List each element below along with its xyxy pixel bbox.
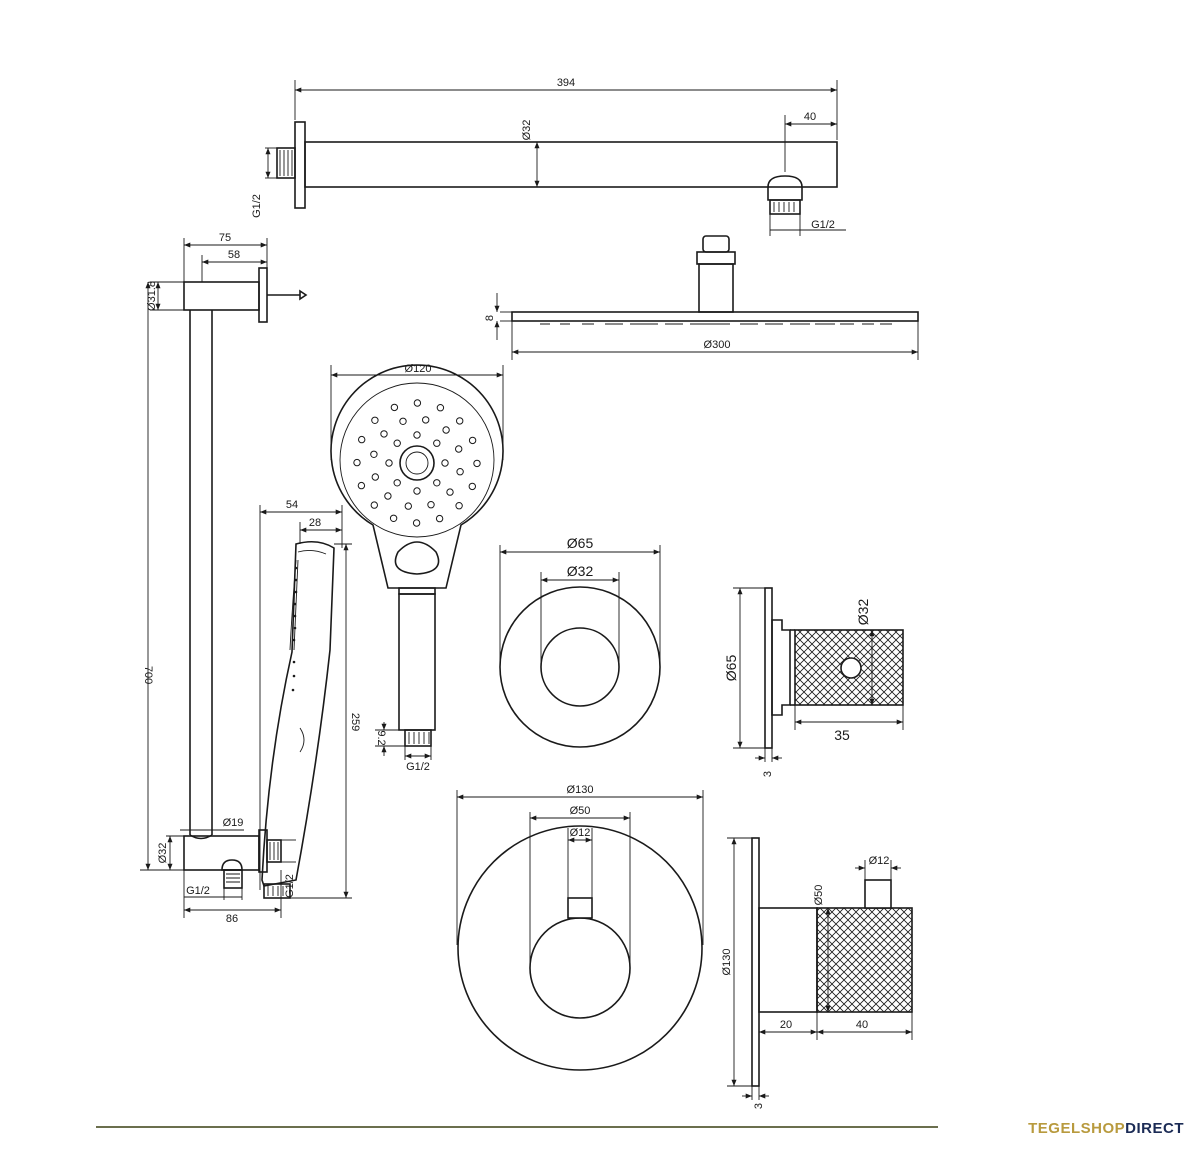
nozzle (357, 481, 366, 490)
dim-rail-top-depth: 75 (219, 232, 231, 244)
nozzle (412, 519, 421, 527)
nozzle (353, 458, 361, 467)
stop-valve-side-view: Ø65 Ø32 35 3 (723, 587, 904, 777)
nozzle (455, 445, 463, 453)
nozzle (413, 487, 421, 495)
dim-stop-side-knob-length: 35 (834, 727, 850, 743)
nozzle (358, 435, 366, 444)
nozzle (468, 482, 476, 491)
shower-arm-view: 394 40 Ø32 G1/2 G1/2 (251, 77, 846, 236)
dim-arm-thread-outlet: G1/2 (811, 219, 835, 231)
dim-thermo-side-knob: Ø50 (813, 885, 825, 906)
nozzle (422, 416, 430, 424)
nozzle (380, 430, 388, 438)
dim-rain-head-diameter: Ø300 (704, 339, 731, 351)
nozzle (371, 473, 379, 481)
nozzle (433, 439, 441, 447)
brand-logo-part1: TEGELSHOP (1028, 1120, 1126, 1137)
dim-rail-bottom-diameter: Ø32 (157, 843, 169, 864)
dim-rail-top-diameter: Ø31.8 (146, 281, 158, 311)
dim-rain-head-thickness: 8 (484, 315, 496, 321)
dim-thermo-lever: Ø12 (570, 827, 591, 839)
dim-hand-thread: G1/2 (406, 761, 430, 773)
dim-hand-shower-depth: 54 (286, 499, 298, 511)
hand-shower-nozzle-dots (291, 566, 298, 692)
nozzle (399, 417, 407, 425)
nozzle (384, 492, 392, 500)
dim-thermo-side-rosette-thickness: 3 (753, 1103, 765, 1109)
nozzle (433, 479, 441, 487)
nozzle (370, 501, 378, 509)
dim-thermo-side-lever: Ø12 (869, 855, 890, 867)
nozzle (427, 501, 435, 509)
nozzle (441, 459, 449, 467)
nozzle (436, 404, 445, 412)
hand-shower-side-view: 54 28 259 (259, 499, 361, 899)
brand-logo-part2: DIRECT (1125, 1120, 1184, 1137)
dim-rail-top-inner: 58 (228, 249, 240, 261)
dim-stop-knob: Ø32 (567, 563, 594, 579)
stop-valve-front-view: Ø65 Ø32 (499, 535, 661, 748)
dim-arm-length: 394 (557, 77, 575, 89)
nozzle (393, 479, 401, 487)
brand-logo: TEGELSHOPDIRECT (1028, 1120, 1184, 1137)
nozzle (435, 514, 444, 523)
nozzle (446, 488, 454, 496)
dim-stop-side-rosette: Ø65 (723, 655, 739, 682)
nozzle (404, 502, 412, 510)
dim-thermo-knob: Ø50 (570, 805, 591, 817)
dim-arm-thread-wall: G1/2 (251, 194, 263, 218)
dim-hand-head-diameter: Ø120 (405, 363, 432, 375)
dim-hand-shower-head-depth: 28 (309, 517, 321, 529)
nozzle (473, 459, 481, 468)
nozzle (456, 468, 464, 476)
thermostat-side-view: Ø12 Ø50 Ø130 20 40 3 (721, 837, 913, 1109)
nozzle (371, 416, 379, 424)
nozzle (413, 399, 422, 407)
dim-hand-shower-length: 259 (349, 713, 361, 731)
dim-rail-bottom-depth: 86 (226, 913, 238, 925)
dim-thermo-side-spindle: 20 (780, 1019, 792, 1031)
nozzle (370, 450, 378, 458)
dim-hand-thread-length: 9.2 (375, 730, 387, 745)
nozzle (468, 436, 477, 445)
nozzle (413, 431, 421, 439)
nozzle (385, 459, 393, 467)
dim-stop-side-knob: Ø32 (855, 599, 871, 626)
nozzle (456, 417, 464, 425)
riser-rail-view: 75 58 Ø31.8 700 Ø19 Ø32 G1/2 G1/2 86 (140, 232, 308, 925)
dim-thermo-side-knob-length: 40 (856, 1019, 868, 1031)
rain-head-view: 8 Ø300 (484, 235, 919, 360)
nozzle (442, 426, 450, 434)
dim-thermo-side-rosette: Ø130 (721, 949, 733, 976)
hand-shower-front-view: Ø120 9.2 G1/2 (330, 363, 504, 773)
nozzle (455, 502, 463, 510)
nozzle (390, 403, 399, 412)
dim-stop-side-rosette-thickness: 3 (762, 771, 774, 777)
dim-stop-rosette: Ø65 (567, 535, 594, 551)
dim-rail-height: 700 (142, 666, 154, 684)
dim-thermo-rosette: Ø130 (567, 784, 594, 796)
hand-shower-face-nozzles (353, 399, 481, 527)
nozzle (389, 514, 398, 522)
dim-rail-thread-bottom: G1/2 (186, 885, 210, 897)
dim-rail-diameter: Ø19 (223, 817, 244, 829)
dim-arm-outlet-offset: 40 (804, 111, 816, 123)
dim-arm-diameter: Ø32 (521, 120, 533, 141)
nozzle (393, 439, 401, 447)
thermostat-front-view: Ø130 Ø50 Ø12 (456, 784, 704, 1071)
